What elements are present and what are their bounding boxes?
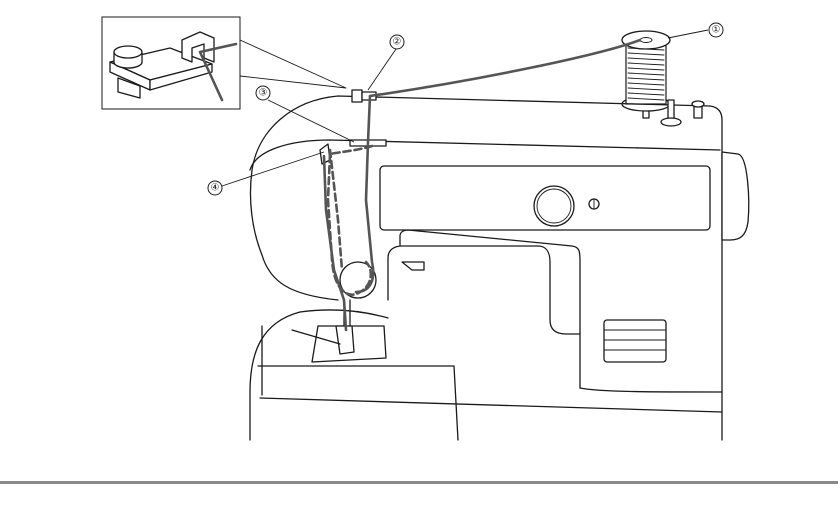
callout-2-label: ② <box>393 37 402 48</box>
callout-3: ③ <box>256 86 354 142</box>
side-vent <box>604 320 666 362</box>
thread-guide-detail-inset <box>102 17 346 109</box>
callout-3-label: ③ <box>259 88 268 99</box>
callout-4-label: ④ <box>211 183 220 194</box>
page-footer-rule <box>0 481 838 484</box>
callout-4: ④ <box>208 152 324 195</box>
callout-2: ② <box>368 35 404 90</box>
machine-body <box>250 90 749 440</box>
callout-1-label: ① <box>712 25 721 36</box>
callout-1: ① <box>668 23 723 38</box>
